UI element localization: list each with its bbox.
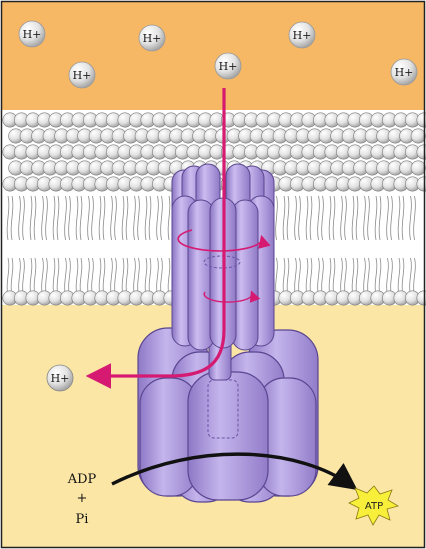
proton-ion-icon: H+ bbox=[289, 22, 315, 48]
inside-ion-label: H+ bbox=[51, 372, 70, 385]
outside-ion-label: H+ bbox=[293, 29, 312, 42]
atp-label: ATP bbox=[365, 501, 383, 512]
outside-ion-label: H+ bbox=[143, 32, 162, 45]
lipid-head bbox=[411, 129, 425, 143]
outside-ion-label: H+ bbox=[23, 28, 42, 41]
plus-label: + bbox=[77, 491, 88, 506]
proton-ion-icon: H+ bbox=[139, 25, 165, 51]
outside-ion-label: H+ bbox=[395, 66, 414, 79]
outside-ion-label: H+ bbox=[73, 69, 92, 82]
proton-ion-icon: H+ bbox=[47, 365, 73, 391]
proton-ion-icon: H+ bbox=[215, 53, 241, 79]
lipid-head bbox=[411, 161, 425, 175]
adp-label: ADP bbox=[67, 472, 97, 487]
proton-ion-icon: H+ bbox=[391, 59, 417, 85]
pi-label: Pi bbox=[76, 512, 89, 527]
outside-ion-label: H+ bbox=[219, 60, 238, 73]
proton-ion-icon: H+ bbox=[19, 21, 45, 47]
proton-ion-icon: H+ bbox=[69, 62, 95, 88]
outside-region bbox=[2, 2, 424, 114]
